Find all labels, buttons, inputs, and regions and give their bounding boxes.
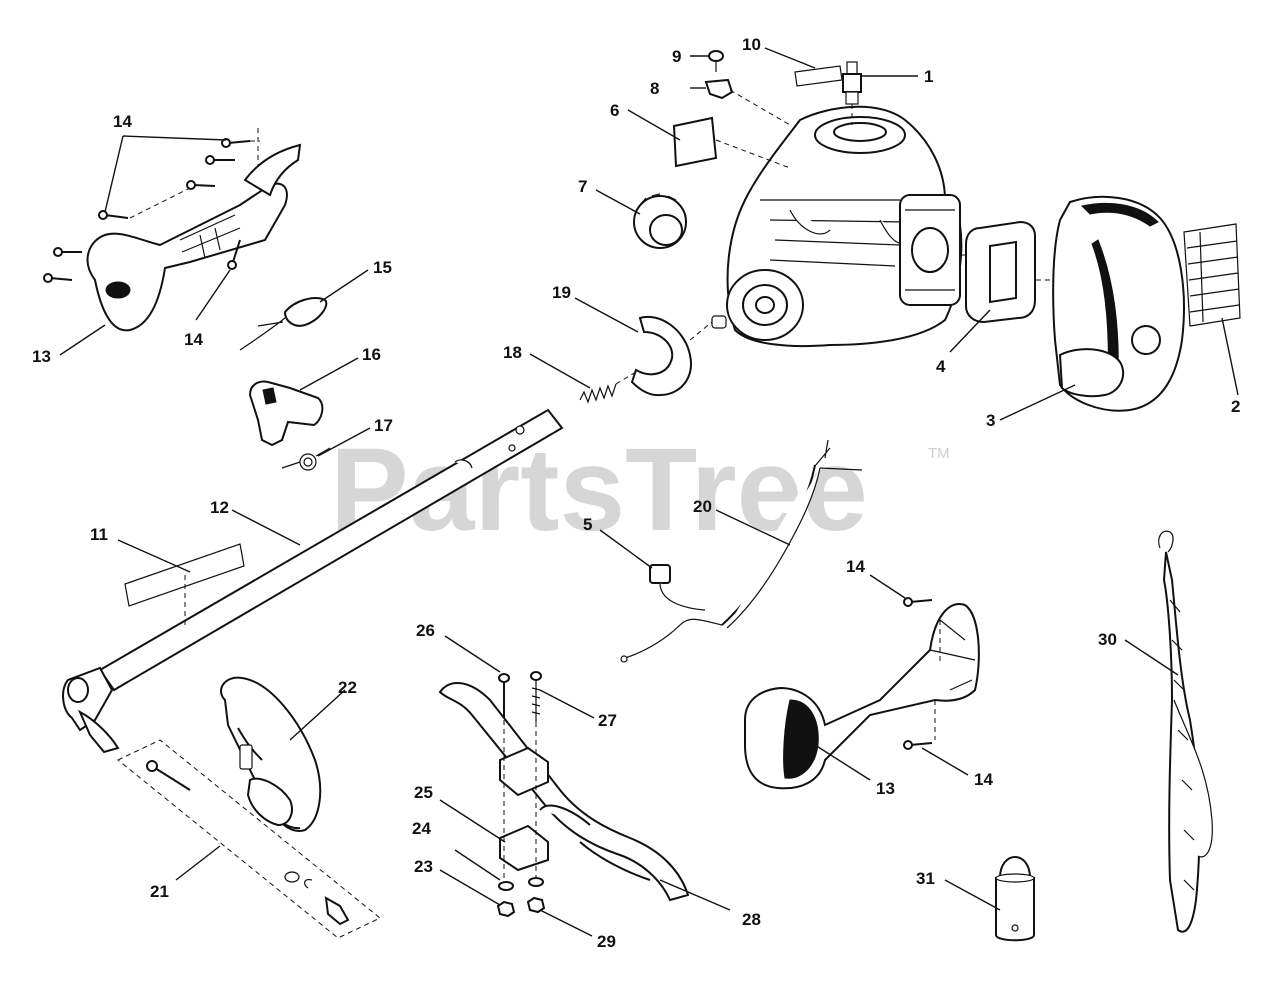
label-10: 10 bbox=[742, 35, 761, 54]
label-18: 18 bbox=[503, 343, 522, 362]
label-30: 30 bbox=[1098, 630, 1117, 649]
part-15-cable: 15 bbox=[239, 258, 392, 351]
part-8-clip: 8 bbox=[650, 78, 791, 126]
part-29-nut: 29 bbox=[526, 896, 616, 951]
label-2: 2 bbox=[1231, 397, 1240, 416]
label-31: 31 bbox=[916, 869, 935, 888]
part-31-adapter: 31 bbox=[916, 856, 1035, 942]
part-17-spring: 17 bbox=[281, 416, 393, 471]
part-12-drive-tube: 12 bbox=[62, 408, 564, 754]
label-6: 6 bbox=[610, 101, 619, 120]
label-14c: 14 bbox=[846, 557, 865, 576]
part-26-bolt: 26 bbox=[416, 621, 510, 880]
part-1-spark-plug: 1 bbox=[842, 61, 933, 125]
part-19-pulley: 19 bbox=[552, 283, 713, 397]
part-3-air-cover: 3 bbox=[986, 195, 1185, 430]
part-20-wiring: 20 bbox=[620, 439, 863, 663]
label-24: 24 bbox=[412, 819, 431, 838]
label-25: 25 bbox=[414, 783, 433, 802]
watermark-trademark: TM bbox=[928, 445, 950, 462]
label-27: 27 bbox=[598, 711, 617, 730]
part-23-nut: 23 bbox=[414, 857, 516, 918]
part-30-strap: 30 bbox=[1098, 530, 1213, 933]
label-3: 3 bbox=[986, 411, 995, 430]
engine-assembly bbox=[711, 105, 963, 348]
part-7-fuel-cap: 7 bbox=[578, 177, 687, 249]
label-14b: 14 bbox=[184, 330, 203, 349]
label-13a: 13 bbox=[32, 347, 51, 366]
part-22-handle: 22 bbox=[220, 676, 357, 832]
part-14-screws-upper: 14 14 bbox=[43, 112, 260, 349]
part-27-bolt: 27 bbox=[530, 671, 617, 880]
part-13-lower-housing: 13 bbox=[744, 603, 980, 798]
label-23: 23 bbox=[414, 857, 433, 876]
label-9: 9 bbox=[672, 47, 681, 66]
label-15: 15 bbox=[373, 258, 392, 277]
label-11: 11 bbox=[90, 525, 108, 544]
label-28: 28 bbox=[742, 910, 761, 929]
part-9-screw: 9 bbox=[672, 47, 724, 72]
part-24-washers: 24 bbox=[412, 819, 544, 891]
part-25-bracket: 25 bbox=[414, 746, 549, 872]
label-14a: 14 bbox=[113, 112, 132, 131]
label-22: 22 bbox=[338, 678, 357, 697]
label-26: 26 bbox=[416, 621, 435, 640]
label-20: 20 bbox=[693, 497, 712, 516]
label-13b: 13 bbox=[876, 779, 895, 798]
label-16: 16 bbox=[362, 345, 381, 364]
label-12: 12 bbox=[210, 498, 229, 517]
label-21: 21 bbox=[150, 882, 169, 901]
part-21-handle-kit: 21 bbox=[117, 739, 381, 939]
part-6-plate: 6 bbox=[610, 101, 791, 169]
label-14d: 14 bbox=[974, 770, 993, 789]
part-2-warning-decal: 2 bbox=[1183, 223, 1241, 416]
part-13-upper-housing: 13 bbox=[32, 143, 302, 366]
label-1: 1 bbox=[924, 67, 933, 86]
label-4: 4 bbox=[936, 357, 946, 376]
part-4-air-filter: 4 bbox=[936, 220, 1056, 376]
part-11-decal: 11 bbox=[90, 525, 245, 625]
part-18-spring: 18 bbox=[503, 343, 637, 404]
label-8: 8 bbox=[650, 79, 659, 98]
part-16-trigger: 16 bbox=[248, 345, 381, 447]
label-29: 29 bbox=[597, 932, 616, 951]
label-7: 7 bbox=[578, 177, 587, 196]
part-14-screws-lower: 14 14 bbox=[846, 557, 993, 789]
part-10-decal: 10 bbox=[742, 35, 843, 87]
label-5: 5 bbox=[583, 515, 592, 534]
label-19: 19 bbox=[552, 283, 571, 302]
label-17: 17 bbox=[374, 416, 393, 435]
part-5-switch: 5 bbox=[583, 515, 706, 611]
